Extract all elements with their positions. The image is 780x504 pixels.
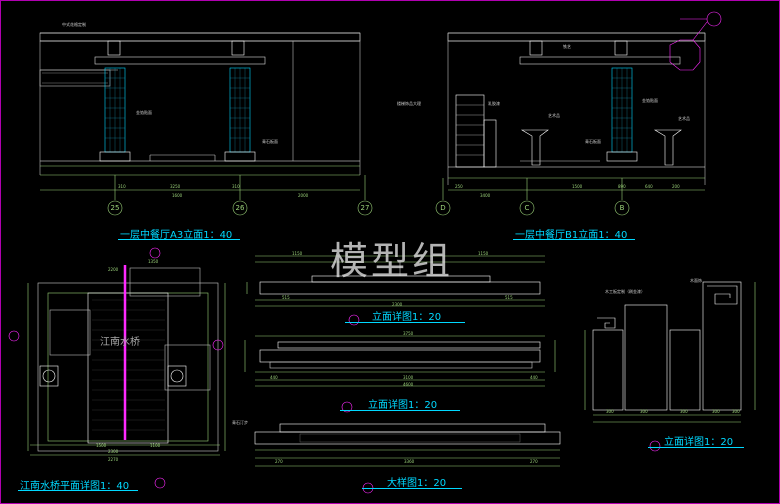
dim-d3-3: 300 xyxy=(680,409,688,414)
title-detail-elevation-3: 立面详图1：20 xyxy=(664,437,734,448)
grid-bubble-25: 25 xyxy=(110,204,120,212)
elevation-b1 xyxy=(435,11,722,216)
label-a3-base: 青石板面 xyxy=(262,139,278,144)
dim-d3-2: 300 xyxy=(640,409,648,414)
title-underline xyxy=(513,239,635,240)
grid-bubble-d: D xyxy=(440,204,446,212)
title-elevation-b1: 一层中餐厅B1立面1：40 xyxy=(515,230,628,241)
dim-d2-4: 440 xyxy=(270,375,278,380)
dim-large-3: 270 xyxy=(530,459,538,464)
title-underline xyxy=(18,490,138,491)
title-elevation-a3: 一层中餐厅A3立面1：40 xyxy=(120,230,233,241)
dim-d2-3: 4600 xyxy=(403,382,414,387)
dim-d1-1: 1150 xyxy=(292,251,303,256)
detail-elevation-2 xyxy=(244,335,556,413)
dim-large-1: 3360 xyxy=(404,459,415,464)
dim-b1-3: 1500 xyxy=(572,184,583,189)
dim-d2-5: 440 xyxy=(530,375,538,380)
label-d3-left: 木工板定制（刷金漆） xyxy=(605,289,645,294)
label-b1-base: 青石板面 xyxy=(585,139,601,144)
title-detail-elevation-2: 立面详图1：20 xyxy=(368,400,438,411)
dim-b1-6: 200 xyxy=(672,184,680,189)
detail-elevation-3 xyxy=(584,281,756,452)
bridge-plan xyxy=(8,247,226,489)
title-underline xyxy=(118,239,240,240)
dim-d3-5: 300 xyxy=(732,409,740,414)
dim-b1-5: 640 xyxy=(645,184,653,189)
dim-b1-2: 3400 xyxy=(480,193,491,198)
title-bridge-plan: 江南水桥平面详图1：40 xyxy=(20,481,130,492)
dim-a3-1: 310 xyxy=(118,184,126,189)
grid-bubble-b: B xyxy=(619,204,625,212)
label-b1-column: 金箔贴面 xyxy=(642,98,658,103)
dim-plan-3: 2270 xyxy=(108,457,119,462)
label-d3-right: 木面饰 xyxy=(690,278,702,283)
dim-d1-5: 515 xyxy=(505,295,513,300)
title-underline xyxy=(648,447,744,448)
plan-bridge-label: 江南水桥 xyxy=(100,337,140,348)
large-detail xyxy=(254,423,561,494)
label-a3-top: 中式花格定制 xyxy=(62,22,86,27)
dim-d2-2: 3100 xyxy=(403,375,414,380)
title-underline xyxy=(345,322,465,323)
title-underline xyxy=(340,410,460,411)
grid-bubble-c: C xyxy=(524,204,530,212)
label-b1-stair: 楼梯饰品大理 xyxy=(397,101,421,106)
dim-large-2: 270 xyxy=(275,459,283,464)
dim-d3-4: 300 xyxy=(712,409,720,414)
dim-b1-1: 250 xyxy=(455,184,463,189)
dim-d2-1: 3750 xyxy=(403,331,414,336)
title-underline xyxy=(362,488,462,489)
elevation-a3 xyxy=(39,32,373,216)
dim-a3-4: 1600 xyxy=(172,193,183,198)
label-plan-note: 青石汀步 xyxy=(232,420,248,425)
dim-b1-4: 890 xyxy=(618,184,626,189)
dim-plan-1: 2200 xyxy=(108,267,119,272)
dim-d1-3: 2300 xyxy=(392,302,403,307)
dim-a3-2: 3250 xyxy=(170,184,181,189)
label-b1-wall: 乳胶漆 xyxy=(488,101,500,106)
label-b1-door: 铁艺 xyxy=(563,44,571,49)
dim-d1-2: 1150 xyxy=(478,251,489,256)
dim-plan-4: 2300 xyxy=(108,449,119,454)
dim-d1-4: 515 xyxy=(282,295,290,300)
detail-elevation-1 xyxy=(246,255,545,326)
label-b1-art2: 艺术品 xyxy=(678,116,690,121)
dim-plan-5: 1500 xyxy=(96,443,107,448)
dim-plan-6: 1100 xyxy=(150,443,161,448)
dim-plan-2: 1350 xyxy=(148,259,159,264)
dim-a3-3: 310 xyxy=(232,184,240,189)
watermark: 模型组 xyxy=(330,239,454,283)
dim-d3-1: 300 xyxy=(606,409,614,414)
grid-bubble-27: 27 xyxy=(360,204,370,212)
title-detail-elevation-1: 立面详图1：20 xyxy=(372,312,442,323)
label-a3-column: 金箔贴面 xyxy=(136,110,152,115)
dim-a3-5: 2000 xyxy=(298,193,309,198)
title-large-detail: 大样图1：20 xyxy=(387,478,447,489)
label-b1-art: 艺术品 xyxy=(548,113,560,118)
grid-bubble-26: 26 xyxy=(235,204,245,212)
